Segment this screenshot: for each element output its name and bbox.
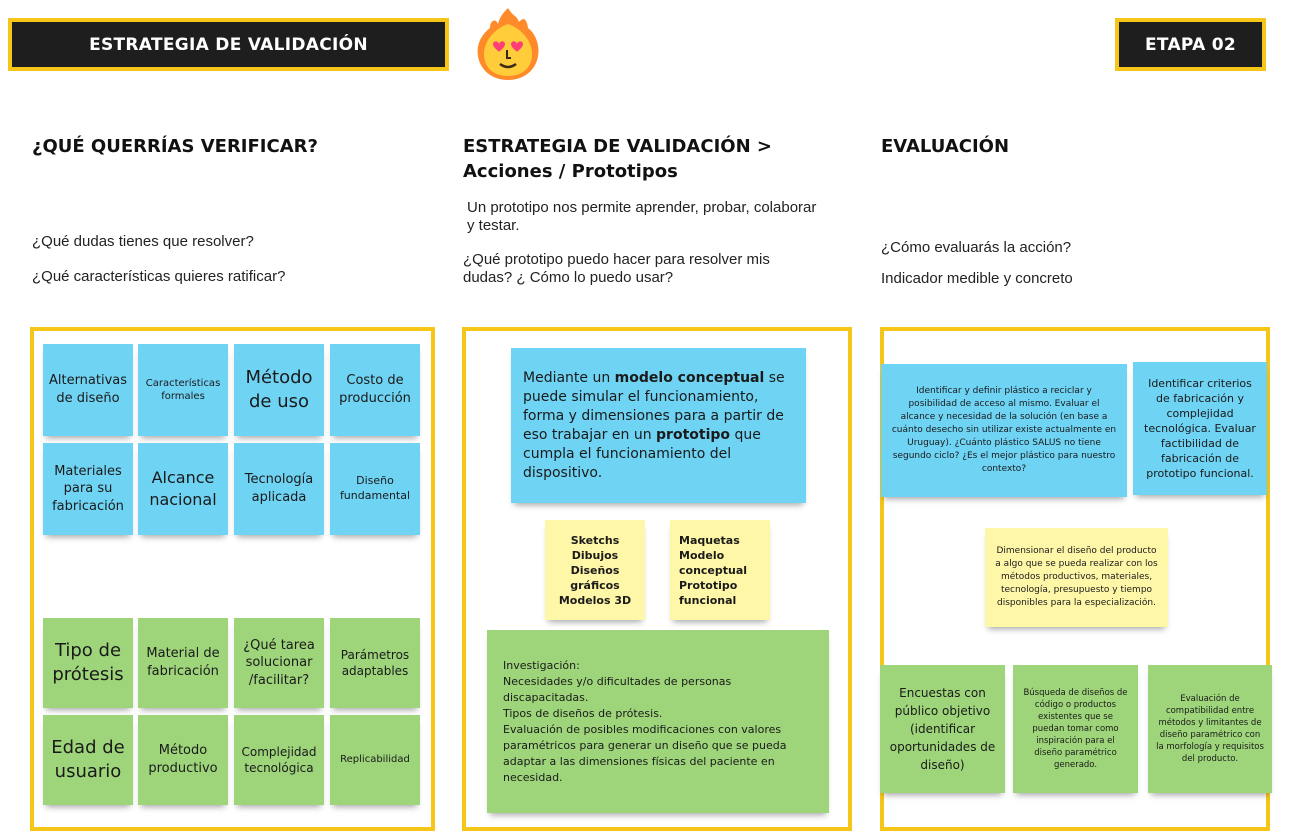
col2-frame bbox=[462, 327, 852, 831]
sticky-note-yellow[interactable]: Maquetas Modelo conceptual Prototipo fun… bbox=[670, 520, 770, 620]
sticky-note[interactable]: Alternativas de diseño bbox=[43, 344, 133, 436]
yellow-note-text: Sketchs Dibujos Diseños gráficos Modelos… bbox=[558, 533, 632, 607]
stage-label: ETAPA 02 bbox=[1144, 34, 1237, 55]
sticky-note[interactable]: Dimensionar el diseño del producto a alg… bbox=[985, 528, 1168, 627]
col2-intro: Un prototipo nos permite aprender, proba… bbox=[467, 199, 817, 234]
col2-heading-line-1: ESTRATEGIA DE VALIDACIÓN > bbox=[463, 136, 772, 157]
research-note-text: Investigación: Necesidades y/o dificulta… bbox=[503, 658, 787, 784]
main-note-text: Mediante un modelo conceptual se puede s… bbox=[523, 369, 785, 481]
sticky-note[interactable]: Método productivo bbox=[138, 715, 228, 805]
sticky-note[interactable]: Tecnología aplicada bbox=[234, 443, 324, 535]
sticky-note[interactable]: Complejidad tecnológica bbox=[234, 715, 324, 805]
sticky-note[interactable]: Diseño fundamental bbox=[330, 443, 420, 535]
fire-mascot-icon bbox=[472, 4, 544, 82]
col1-frame bbox=[30, 327, 435, 831]
sticky-note[interactable]: Parámetros adaptables bbox=[330, 618, 420, 708]
sticky-note[interactable]: Identificar criterios de fabricación y c… bbox=[1133, 362, 1267, 495]
sticky-note-research[interactable]: Investigación: Necesidades y/o dificulta… bbox=[487, 630, 829, 813]
stage-tag: ETAPA 02 bbox=[1115, 18, 1266, 71]
sticky-note[interactable]: Identificar y definir plástico a recicla… bbox=[881, 364, 1127, 497]
sticky-note[interactable]: Método de uso bbox=[234, 344, 324, 436]
col3-frame bbox=[880, 327, 1270, 831]
col3-heading: EVALUACIÓN bbox=[881, 136, 1010, 157]
col3-question-1: ¿Cómo evaluarás la acción? bbox=[881, 239, 1072, 256]
sticky-note[interactable]: Edad de usuario bbox=[43, 715, 133, 805]
col2-heading-line-2: Acciones / Prototipos bbox=[463, 161, 678, 182]
sticky-note[interactable]: Tipo de prótesis bbox=[43, 618, 133, 708]
sticky-note[interactable]: Material de fabricación bbox=[138, 618, 228, 708]
board-title: ESTRATEGIA DE VALIDACIÓN bbox=[89, 34, 368, 55]
sticky-note-yellow[interactable]: Sketchs Dibujos Diseños gráficos Modelos… bbox=[545, 520, 645, 620]
sticky-note[interactable]: ¿Qué tarea solucionar /facilitar? bbox=[234, 618, 324, 708]
sticky-note[interactable]: Alcance nacional bbox=[138, 443, 228, 535]
yellow-note-text: Maquetas Modelo conceptual Prototipo fun… bbox=[679, 533, 748, 607]
sticky-note[interactable]: Costo de producción bbox=[330, 344, 420, 436]
sticky-note[interactable]: Encuestas con público objetivo (identifi… bbox=[880, 665, 1005, 793]
col1-question-1: ¿Qué dudas tienes que resolver? bbox=[32, 233, 254, 250]
sticky-note[interactable]: Características formales bbox=[138, 344, 228, 436]
sticky-note[interactable]: Materiales para su fabricación bbox=[43, 443, 133, 535]
sticky-note[interactable]: Búsqueda de diseños de código o producto… bbox=[1013, 665, 1138, 793]
sticky-note[interactable]: Evaluación de compatibilidad entre métod… bbox=[1148, 665, 1272, 793]
col2-question: ¿Qué prototipo puedo hacer para resolver… bbox=[463, 251, 770, 286]
sticky-note-main[interactable]: Mediante un modelo conceptual se puede s… bbox=[511, 348, 806, 503]
col1-question-2: ¿Qué características quieres ratificar? bbox=[32, 268, 286, 285]
col3-question-2: Indicador medible y concreto bbox=[881, 270, 1073, 287]
sticky-note[interactable]: Replicabilidad bbox=[330, 715, 420, 805]
col1-heading: ¿QUÉ QUERRÍAS VERIFICAR? bbox=[32, 136, 318, 157]
board-title-tag: ESTRATEGIA DE VALIDACIÓN bbox=[8, 18, 449, 71]
